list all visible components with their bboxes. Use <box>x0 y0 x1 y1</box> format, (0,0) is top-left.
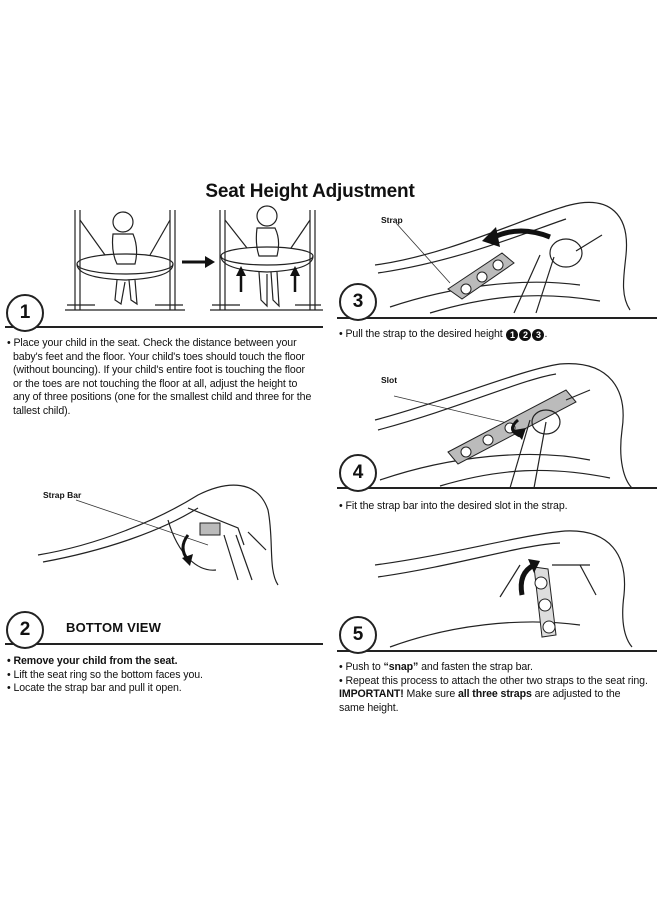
step2-rule <box>5 643 323 645</box>
step5-repeat: Repeat this process to attach the other … <box>345 674 648 687</box>
step1-rule <box>5 326 323 328</box>
step2-instructions: Remove your child from the seat. Lift th… <box>7 655 332 696</box>
important-line2: same height. <box>339 701 399 714</box>
step4-number: 4 <box>339 454 377 492</box>
step5-instructions: Push to “snap” and fasten the strap bar.… <box>339 661 660 715</box>
step1-line: tallest child). <box>13 404 71 417</box>
step3-illustration <box>374 201 631 314</box>
strap-callout: Strap <box>381 215 403 225</box>
slot-callout: Slot <box>381 375 398 385</box>
important-emphasis: all three straps <box>457 688 532 701</box>
height-marker-2: 2 <box>519 329 532 341</box>
step3-text: Pull the strap to the desired height <box>345 328 503 340</box>
step5-rule <box>337 650 657 652</box>
step5-push-suffix: and fasten the strap bar. <box>418 661 533 673</box>
step5-illustration <box>374 530 633 648</box>
step3-rule <box>337 317 657 319</box>
step3-instructions: Pull the strap to the desired height 123… <box>339 328 659 342</box>
step2-bullet: Locate the strap bar and pull it open. <box>13 682 182 695</box>
step2-bullet: Lift the seat ring so the bottom faces y… <box>13 668 203 681</box>
step1-line: or the toes are not touching the floor a… <box>13 377 298 390</box>
step2-illustration <box>37 484 279 586</box>
strap-bar-callout: Strap Bar <box>43 490 82 500</box>
step4-illustration <box>374 363 633 489</box>
important-post: are adjusted to the <box>531 688 621 701</box>
step2-number: 2 <box>6 611 44 649</box>
step3-number: 3 <box>339 283 377 321</box>
step4-text: Fit the strap bar into the desired slot … <box>345 500 568 512</box>
step1-line: (without bouncing). If your child's enti… <box>13 364 305 377</box>
step5-number: 5 <box>339 616 377 654</box>
step1-line: any of three positions (one for the smal… <box>13 391 312 404</box>
important-pre: Make sure <box>403 688 458 701</box>
page-title: Seat Height Adjustment <box>205 181 415 202</box>
step4-instructions: Fit the strap bar into the desired slot … <box>339 500 659 514</box>
step1-line: Place your child in the seat. Check the … <box>13 337 297 349</box>
snap-emphasis: “snap” <box>383 661 419 673</box>
step2-bullet: Remove your child from the seat. <box>13 655 178 667</box>
step1-illustration <box>65 205 323 311</box>
height-marker-3: 3 <box>532 329 545 341</box>
height-marker-1: 1 <box>506 329 519 341</box>
step5-push-prefix: Push to <box>345 661 384 673</box>
step1-number: 1 <box>6 294 44 332</box>
step1-instructions: Place your child in the seat. Check the … <box>7 337 332 419</box>
step4-rule <box>337 487 657 489</box>
important-label: IMPORTANT! <box>339 688 404 701</box>
step1-line: baby's feet and the floor. Your child's … <box>13 350 305 363</box>
bottom-view-heading: BOTTOM VIEW <box>66 620 162 635</box>
